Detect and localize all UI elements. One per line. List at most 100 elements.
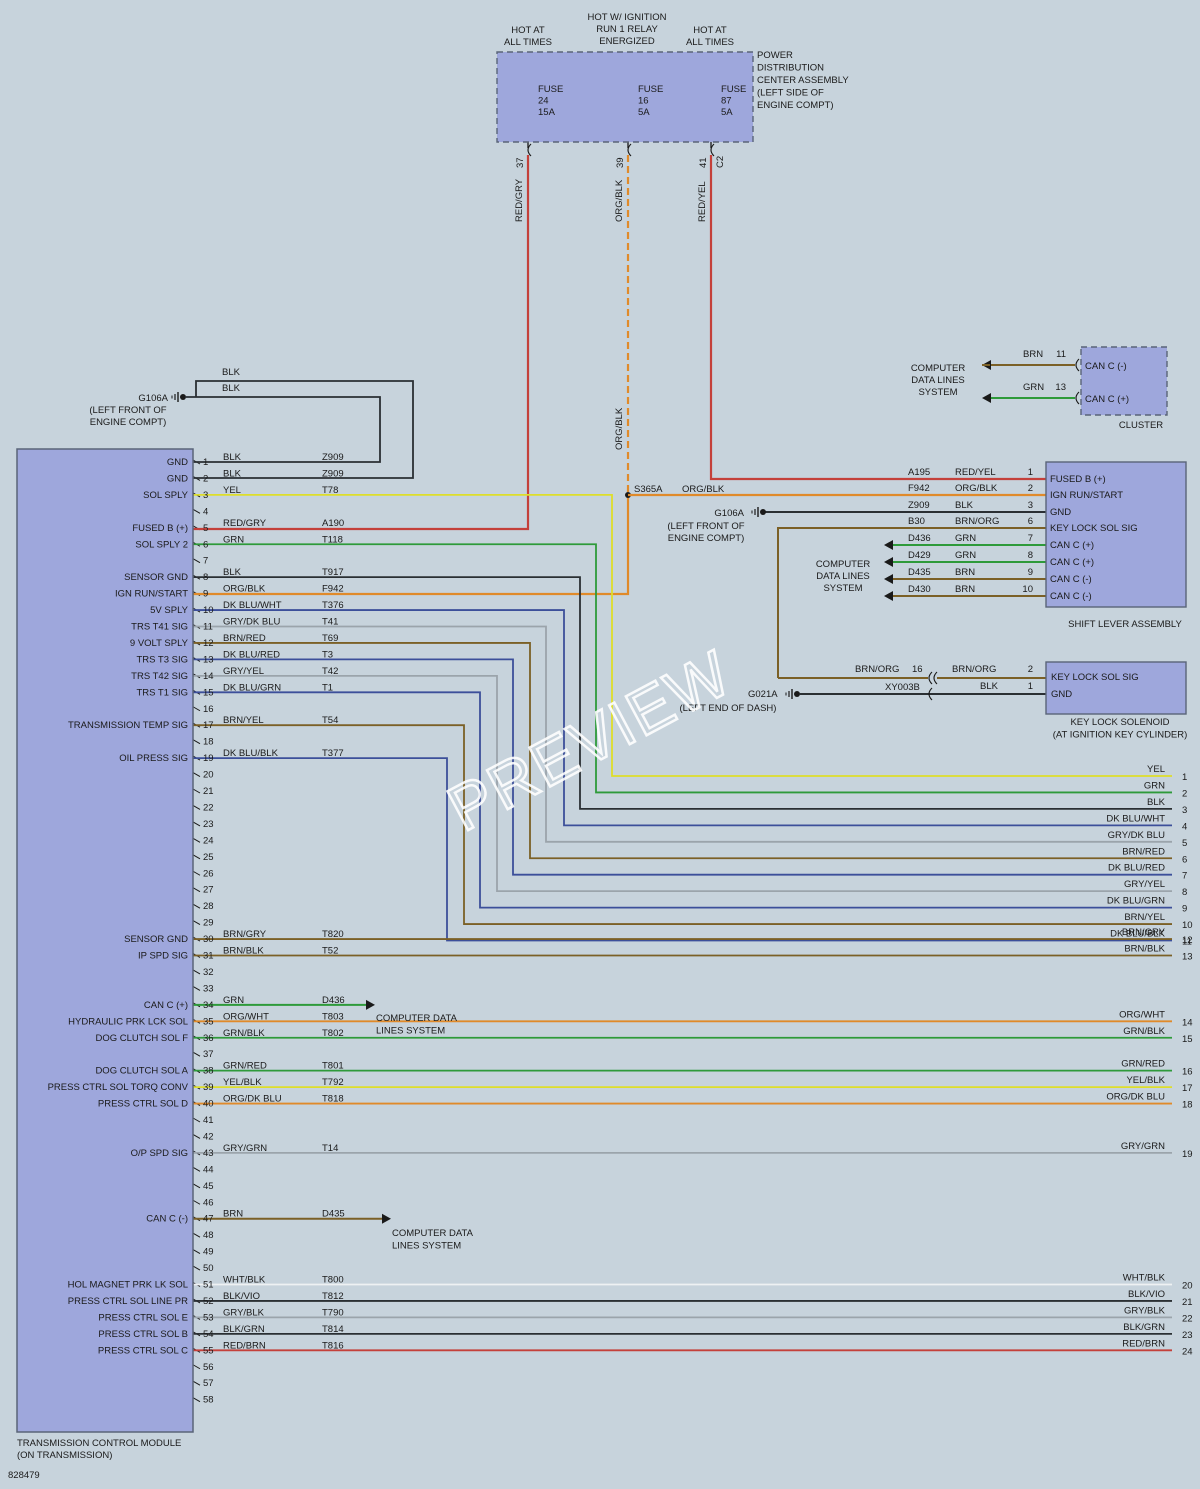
cluster-sys-label: DATA LINES <box>911 375 965 386</box>
harness-pin-number: 19 <box>1182 1149 1193 1160</box>
shift-lever-pin-number: 7 <box>1028 533 1033 544</box>
pdc-title: CENTER ASSEMBLY <box>757 75 849 86</box>
wire-color-label: ORG/BLK <box>614 407 625 450</box>
wire-color-label: GRN <box>1144 780 1165 791</box>
wire-color-label: GRY/YEL <box>1124 879 1165 890</box>
wire-color-label: ORG/DK BLU <box>223 1094 282 1105</box>
wire-color-label: BLK <box>1147 797 1166 808</box>
tcm-pin-signal: SOL SPLY 2 <box>135 539 188 550</box>
pin-tick <box>192 1397 201 1403</box>
tcm-pin-signal: 5V SPLY <box>150 605 189 616</box>
wire-color-label: RED/BRN <box>1122 1338 1165 1349</box>
cluster-pin-signal: CAN C (-) <box>1085 361 1127 372</box>
tcm-harness-wire <box>193 674 1172 893</box>
wire-color-label: GRY/YEL <box>223 666 264 677</box>
tcm-pin-number: 29 <box>203 918 214 929</box>
harness-pin-number: 9 <box>1182 904 1187 915</box>
wire-color-label: GRY/BLK <box>223 1307 265 1318</box>
cluster-title: CLUSTER <box>1119 420 1163 431</box>
shift-lever-arrow <box>884 540 893 550</box>
circuit-id: T52 <box>322 946 338 957</box>
circuit-id: T376 <box>322 600 344 611</box>
wire-color-label: BLK/GRN <box>223 1324 265 1335</box>
tcm-pin-number: 37 <box>203 1049 214 1060</box>
wire-color-label: RED/YEL <box>955 467 996 478</box>
circuit-id: A195 <box>908 467 930 478</box>
ground-id: G021A <box>748 689 778 700</box>
cluster-box <box>1080 346 1168 416</box>
wire-color-label: YEL/BLK <box>223 1077 262 1088</box>
key-lock-connector <box>933 671 938 685</box>
pin-tick <box>192 903 201 909</box>
figure-id: 828479 <box>8 1470 40 1481</box>
tcm-box <box>16 448 194 1433</box>
pin-tick <box>192 1166 201 1172</box>
circuit-id: F942 <box>322 584 344 595</box>
pin-tick <box>192 1265 201 1271</box>
cluster-pin-number: 11 <box>1056 349 1066 360</box>
tcm-pin-number: 31 <box>203 951 214 962</box>
ground-id: G106A <box>714 508 744 519</box>
circuit-id: Z909 <box>322 468 344 479</box>
wire-color-label: BRN/ORG <box>855 664 899 675</box>
wire-color-label: ORG/BLK <box>223 584 266 595</box>
wire-color-label: YEL <box>1147 764 1165 775</box>
circuit-id: T803 <box>322 1011 344 1022</box>
shift-lever-title: SHIFT LEVER ASSEMBLY <box>1068 619 1182 630</box>
wire-color-label: BRN/BLK <box>223 946 264 957</box>
tcm-pin-number: 53 <box>203 1312 214 1323</box>
wire-color-label: BRN/GRY <box>1122 927 1166 938</box>
harness-pin-number: 21 <box>1182 1297 1193 1308</box>
harness-pin-number: 15 <box>1182 1034 1193 1045</box>
tcm-pin-number: 48 <box>203 1230 214 1241</box>
wire-color-label: ORG/BLK <box>682 484 725 495</box>
shift-lever-pin-signal: GND <box>1050 507 1071 518</box>
circuit-id: T69 <box>322 633 338 644</box>
ground-desc: ENGINE COMPT) <box>668 533 745 544</box>
fuse-label: 15A <box>538 107 556 118</box>
tcm-pin-number: 16 <box>203 704 214 715</box>
wire-color-label: DK BLU/WHT <box>223 600 282 611</box>
tcm-pin-signal: GND <box>167 457 188 468</box>
wire-color-label: BRN/ORG <box>952 664 996 675</box>
tcm-harness-wire <box>193 576 1172 810</box>
circuit-id: T812 <box>322 1291 344 1302</box>
cdl-arrow <box>382 1213 391 1224</box>
tcm-pin-number: 7 <box>203 556 208 567</box>
wire-color-label: BRN/ORG <box>955 516 999 527</box>
key-lock-pin-number: 2 <box>1028 664 1033 675</box>
circuit-id: T377 <box>322 748 344 759</box>
wire-color-label: RED/GRY <box>223 518 267 529</box>
pdc-connector <box>627 143 632 157</box>
fuse-label: 5A <box>638 107 650 118</box>
shift-lever-pin-number: 2 <box>1028 483 1033 494</box>
tcm-pin-number: 23 <box>203 819 214 830</box>
circuit-id: T917 <box>322 567 344 578</box>
ground-desc: (LEFT FRONT OF <box>89 405 166 416</box>
wire-color-label: BLK <box>223 468 242 479</box>
tcm-pin-number: 22 <box>203 802 214 813</box>
circuit-id: T118 <box>322 534 343 545</box>
pin-tick <box>192 1117 201 1123</box>
tcm-pin-number: 26 <box>203 868 214 879</box>
tcm-pin-number: 49 <box>203 1247 214 1258</box>
wire-color-label: BRN <box>1023 349 1043 360</box>
pdc-hot-label: ENERGIZED <box>599 36 655 47</box>
harness-pin-number: 23 <box>1182 1330 1193 1341</box>
tcm-pin-signal: SENSOR GND <box>124 934 188 945</box>
wire-color-label: BLK/VIO <box>1128 1289 1165 1300</box>
shift-lever-box <box>1045 461 1187 608</box>
tcm-pin-signal: IP SPD SIG <box>138 951 188 962</box>
harness-pin-number: 3 <box>1182 805 1187 816</box>
tcm-harness-wire <box>193 757 1172 942</box>
wire-color-label: BLK <box>223 452 242 463</box>
tcm-pin-signal: PRESS CTRL SOL TORQ CONV <box>48 1082 189 1093</box>
wire-color-label: DK BLU/BLK <box>1110 929 1166 940</box>
tcm-pin-number: 21 <box>203 786 214 797</box>
wire-color-label: GRN <box>955 550 976 561</box>
shift-lever-pin-number: 9 <box>1028 567 1033 578</box>
brn-org-wire <box>777 527 1046 678</box>
pin-tick <box>192 854 201 860</box>
circuit-id: T790 <box>322 1307 344 1318</box>
tcm-pin-number: 24 <box>203 835 214 846</box>
